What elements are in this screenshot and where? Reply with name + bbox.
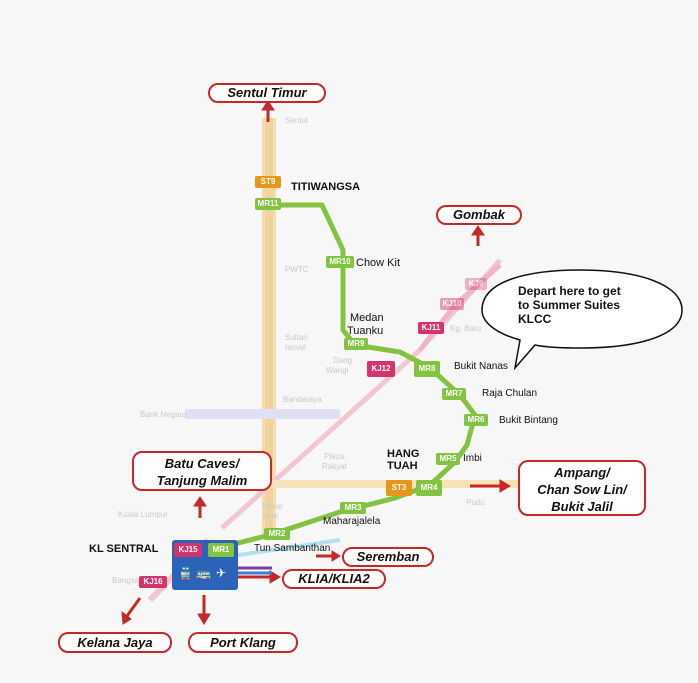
code-mr11: MR11 <box>255 198 281 210</box>
station-maharajalela: Maharajalela <box>323 516 381 527</box>
station-raja-chulan: Raja Chulan <box>482 388 538 399</box>
destination-ampang-line1: Ampang/ <box>554 465 610 480</box>
callout-bubble <box>481 269 683 371</box>
destination-port-klang: Port Klang <box>188 632 298 653</box>
faded-label-sentul: Sentul <box>285 116 308 125</box>
destination-batu-caves: Batu Caves/ Tanjung Malim <box>132 451 272 491</box>
monorail-line <box>217 202 478 551</box>
callout-line1: Depart here to get <box>518 284 621 298</box>
station-tun-sambanthan: Tun Sambanthan <box>254 543 331 554</box>
faded-label-bank-negara: Bank Negara <box>140 410 187 419</box>
destination-ampang-line2: Chan Sow Lin/ <box>537 482 627 497</box>
code-mr6: MR6 <box>464 414 488 426</box>
faded-label-kg-baru: Kg. Baru <box>450 324 482 333</box>
destination-batu-caves-line2: Tanjung Malim <box>156 473 248 488</box>
faded-label-ismail: Ismail <box>285 343 306 352</box>
bus-icon: 🚌 <box>196 566 211 580</box>
code-st3: ST3 <box>386 480 412 496</box>
code-mr2: MR2 <box>264 528 290 540</box>
faded-label-bandaraya: Bandaraya <box>283 395 322 404</box>
destination-klia: KLIA/KLIA2 <box>282 569 386 589</box>
station-tuah: TUAH <box>387 460 418 472</box>
klia-colored-lines <box>238 566 272 575</box>
station-hang: HANG <box>387 448 420 460</box>
code-mr9: MR9 <box>344 338 368 350</box>
station-medan: Medan <box>350 312 384 324</box>
faded-label-plaza: Plaza <box>324 452 345 461</box>
station-bukit-nanas: Bukit Nanas <box>454 361 508 372</box>
destination-seremban: Seremban <box>342 547 434 567</box>
train-icon: 🚆 <box>178 566 193 580</box>
destination-ampang-line3: Bukit Jalil <box>551 499 613 514</box>
faded-label-bangsar: Bangsar <box>112 576 142 585</box>
faded-ampang-line-core <box>265 118 273 538</box>
airport-icon: ✈ <box>216 566 227 580</box>
destination-kelana-jaya: Kelana Jaya <box>58 632 172 653</box>
station-bukit-bintang: Bukit Bintang <box>499 415 558 426</box>
faded-label-pwtc: PWTC <box>285 265 309 274</box>
code-kj16: KJ16 <box>139 576 167 588</box>
station-kl-sentral: KL SENTRAL <box>89 543 159 555</box>
faded-label-dang: Dang <box>333 356 353 365</box>
code-mr5: MR5 <box>436 453 460 465</box>
destination-ampang: Ampang/ Chan Sow Lin/ Bukit Jalil <box>518 460 646 516</box>
callout-line3: KLCC <box>518 312 552 326</box>
faded-label-wangi: Wangi <box>326 366 349 375</box>
faded-kelana-jaya-north <box>418 263 502 352</box>
arrow-kelana-jaya <box>125 597 142 617</box>
code-st9: ST9 <box>255 176 281 188</box>
code-kj12: KJ12 <box>367 361 395 377</box>
callout-line2: to Summer Suites <box>518 298 621 312</box>
destination-sentul-timur: Sentul Timur <box>208 83 326 103</box>
faded-label-rakyat: Rakyat <box>322 462 347 471</box>
faded-label-kuala-lumpur: Kuala Lumpur <box>118 510 168 519</box>
faded-label-seni: Seni <box>262 512 279 521</box>
code-kj15: KJ15 <box>174 543 202 557</box>
code-mr1: MR1 <box>208 543 234 557</box>
code-mr10: MR10 <box>326 256 354 268</box>
station-imbi: Imbi <box>463 453 482 464</box>
destination-batu-caves-line1: Batu Caves/ <box>164 456 240 471</box>
faded-label-pudu: Pudu <box>466 498 485 507</box>
code-mr4: MR4 <box>416 480 442 496</box>
destination-gombak: Gombak <box>436 205 522 225</box>
faded-label-sultan: Sultan <box>285 333 308 342</box>
code-kj10: KJ10 <box>440 298 464 310</box>
faded-label-pasar: Pasar <box>262 502 283 511</box>
callout-text: Depart here to get to Summer Suites KLCC <box>518 284 658 326</box>
station-chow-kit: Chow Kit <box>356 257 401 269</box>
code-mr7: MR7 <box>442 388 466 400</box>
station-tuanku: Tuanku <box>347 325 384 337</box>
destination-arrows <box>121 100 511 625</box>
code-mr3: MR3 <box>340 502 366 514</box>
station-titiwangsa: TITIWANGSA <box>291 181 361 193</box>
code-kj9: KJ9 <box>465 278 487 290</box>
code-kj11: KJ11 <box>418 322 444 334</box>
code-mr8: MR8 <box>414 361 440 377</box>
